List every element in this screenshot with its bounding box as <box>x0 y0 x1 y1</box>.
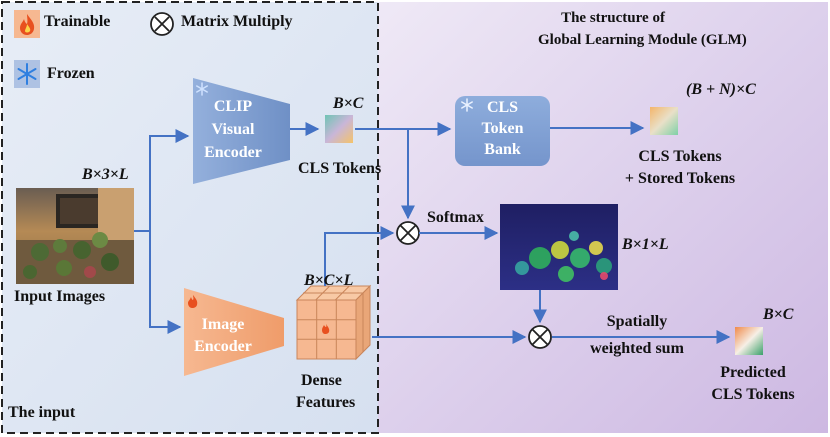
stored-dim-label: (B + N)×C <box>686 81 756 98</box>
stored-tokens-square <box>650 107 678 135</box>
stored-label-line1: CLS Tokens <box>638 148 722 165</box>
clip-label-line2: Visual <box>211 121 255 138</box>
legend-frozen-label: Frozen <box>47 65 95 82</box>
weighted-sum-line2: weighted sum <box>590 340 684 357</box>
input-image <box>16 188 134 284</box>
attention-dim-label: B×1×L <box>622 236 669 253</box>
cls-token-bank-block <box>455 96 550 166</box>
input-region-label: The input <box>8 404 76 421</box>
bank-label-line1: CLS <box>486 99 519 116</box>
softmax-multiply-icon <box>396 221 420 245</box>
clip-encoder-block <box>193 78 290 184</box>
bank-label-line2: Token <box>481 120 524 137</box>
weighted-sum-line1: Spatially <box>606 313 668 330</box>
image-encoder-flame-icon <box>188 295 198 308</box>
glm-title-line1: The structure of <box>561 10 665 26</box>
flow-arrows <box>134 121 731 344</box>
softmax-label: Softmax <box>427 209 484 226</box>
clip-label-line1: CLIP <box>213 98 253 115</box>
legend-matrix-multiply-label: Matrix Multiply <box>181 13 293 30</box>
image-encoder-line2: Encoder <box>194 338 252 355</box>
stored-label-line2: + Stored Tokens <box>624 170 736 187</box>
attention-heatmap <box>500 204 618 290</box>
cls-token-square <box>325 115 353 143</box>
clip-snowflake-icon <box>196 82 208 96</box>
bank-snowflake-icon <box>461 98 473 112</box>
predicted-dim-label: B×C <box>763 306 794 323</box>
dense-features-cube <box>295 284 372 361</box>
legend-trainable-label: Trainable <box>44 13 111 30</box>
predicted-token-square <box>735 327 763 355</box>
flame-icon <box>14 10 40 38</box>
image-encoder-line1: Image <box>201 316 245 333</box>
clip-label-line3: Encoder <box>204 144 262 161</box>
circled-times-icon <box>150 12 174 36</box>
weighted-sum-multiply-icon <box>528 325 552 349</box>
input-dim-label: B×3×L <box>82 166 129 183</box>
predicted-label-line2: CLS Tokens <box>711 386 795 403</box>
predicted-label-line1: Predicted <box>720 364 786 381</box>
image-encoder-block <box>184 288 284 376</box>
bank-label-line3: Bank <box>484 141 521 158</box>
dense-label-line1: Dense <box>301 372 342 389</box>
dense-label-line2: Features <box>296 394 356 411</box>
snowflake-icon <box>14 60 40 88</box>
input-region-border <box>1 1 379 434</box>
input-images-caption: Input Images <box>14 288 106 305</box>
cls-tokens-label: CLS Tokens <box>298 160 382 177</box>
dense-dim-label: B×C×L <box>304 272 354 289</box>
glm-title-line2: Global Learning Module (GLM) <box>538 32 747 48</box>
cls-dim-label: B×C <box>333 95 364 112</box>
